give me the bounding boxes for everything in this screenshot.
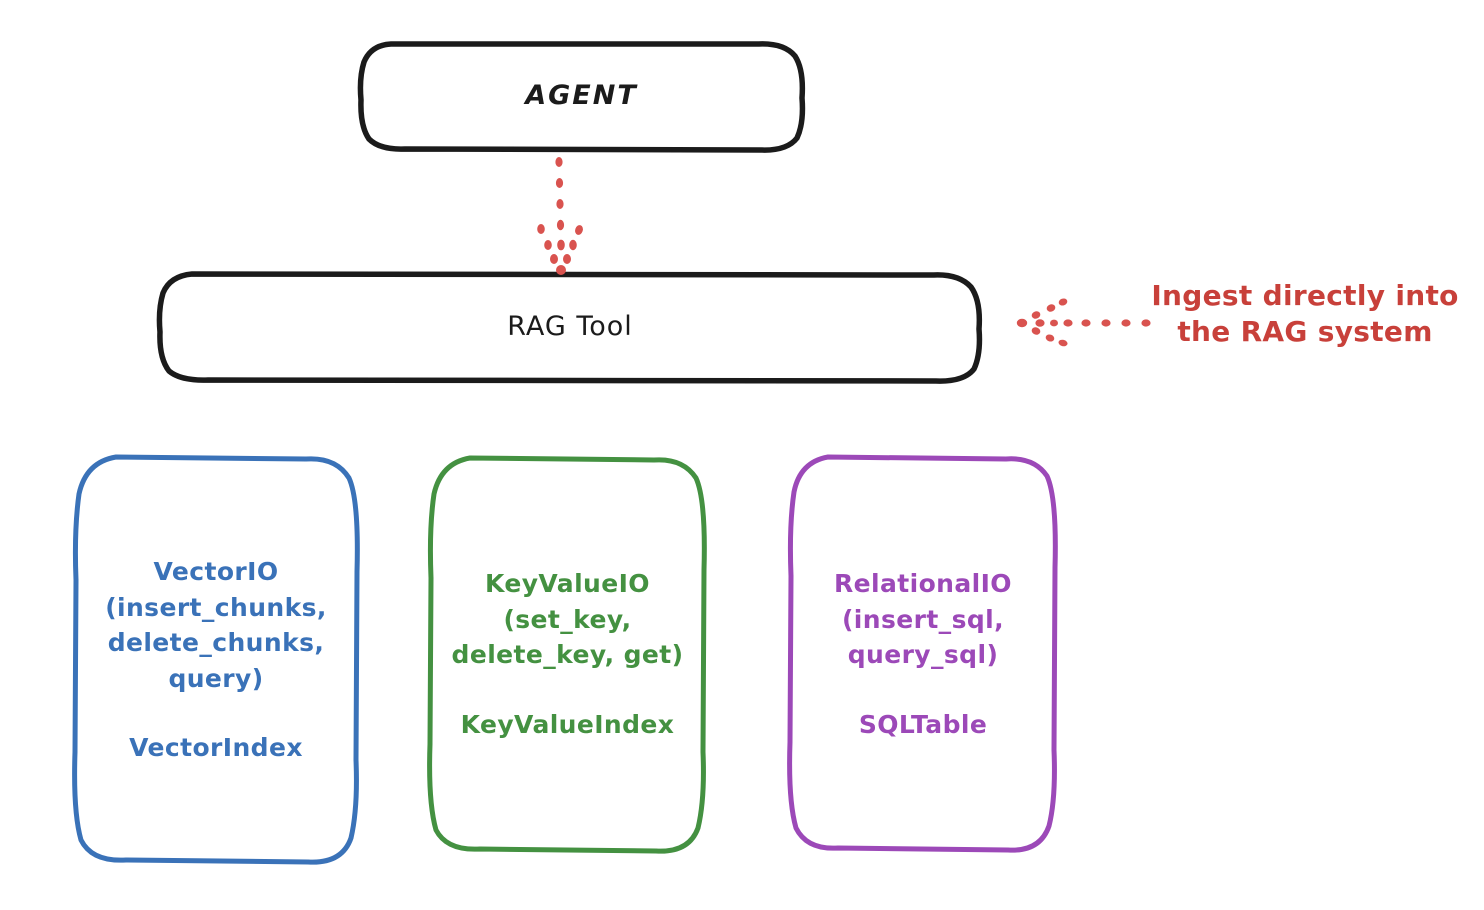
node-relational-io[interactable]: RelationalIO (insert_sql, query_sql) SQL… <box>786 452 1060 856</box>
relational-io-index-label: SQLTable <box>858 709 988 739</box>
annotation-ingest: Ingest directly into the RAG system <box>1151 279 1459 349</box>
node-agent-label: AGENT <box>525 80 638 112</box>
node-agent[interactable]: AGENT <box>357 40 806 153</box>
vector-io-api-label: VectorIO (insert_chunks, delete_chunks, … <box>105 557 327 693</box>
node-key-value-io-label: KeyValueIO (set_key, delete_key, get) Ke… <box>452 531 684 778</box>
node-rag-tool-label: RAG Tool <box>507 310 633 342</box>
vector-io-index-label: VectorIndex <box>129 733 303 763</box>
node-rag-tool[interactable]: RAG Tool <box>156 270 984 384</box>
key-value-io-api-label: KeyValueIO (set_key, delete_key, get) <box>451 569 684 669</box>
node-relational-io-label: RelationalIO (insert_sql, query_sql) SQL… <box>834 531 1012 778</box>
connector-ingest-to-rag-tool <box>1016 298 1151 347</box>
node-key-value-io[interactable]: KeyValueIO (set_key, delete_key, get) Ke… <box>426 452 709 856</box>
key-value-io-index-label: KeyValueIndex <box>460 709 675 739</box>
node-vector-io[interactable]: VectorIO (insert_chunks, delete_chunks, … <box>70 452 362 868</box>
node-vector-io-label: VectorIO (insert_chunks, delete_chunks, … <box>105 519 327 802</box>
relational-io-api-label: RelationalIO (insert_sql, query_sql) <box>834 569 1012 669</box>
connector-agent-to-rag-tool <box>537 157 583 275</box>
